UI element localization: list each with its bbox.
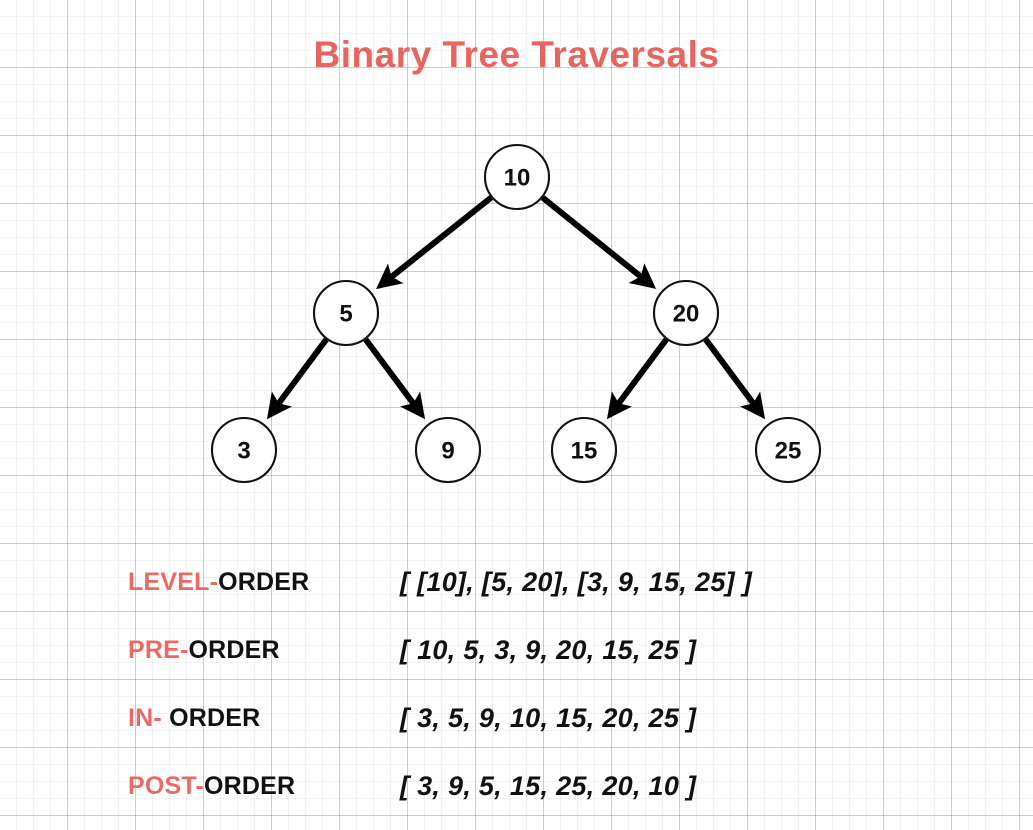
traversal-label-accent-level-order: LEVEL- [128,568,219,596]
node-circle-10[interactable] [483,143,551,211]
node-label-15: 15 [571,438,598,465]
traversal-label-accent-in-order: IN- [128,704,162,732]
node-circle-3[interactable] [210,416,278,484]
traversal-value-post-order: [ 3, 9, 5, 15, 25, 20, 10 ] [400,771,697,801]
node-label-3: 3 [237,438,250,465]
traversal-label-rest-in-order: ORDER [161,704,261,732]
traversal-label-rest-post-order: ORDER [204,772,296,800]
node-label-25: 25 [775,438,802,465]
node-circle-20[interactable] [652,279,720,347]
tree-nodes: 10 5 20 3 9 15 25 [210,143,822,484]
tree-node-9[interactable]: 9 [414,416,482,484]
tree-edges [266,195,766,420]
tree-node-3[interactable]: 3 [210,416,278,484]
binary-tree-diagram: 10 5 20 3 9 15 25 [210,143,822,484]
tree-edge-n10-to-n20 [540,195,657,289]
tree-node-25[interactable]: 25 [754,416,822,484]
tree-node-15[interactable]: 15 [550,416,618,484]
traversal-results-table: LEVEL-ORDER[ [10], [5, 20], [3, 9, 15, 2… [128,548,928,820]
node-circle-5[interactable] [312,279,380,347]
node-label-9: 9 [441,438,454,465]
traversal-label-in-order: IN- ORDER [128,684,400,752]
node-circle-25[interactable] [754,416,822,484]
traversal-value-pre-order: [ 10, 5, 3, 9, 20, 15, 25 ] [400,635,697,665]
traversal-row-in-order: IN- ORDER[ 3, 5, 9, 10, 15, 20, 25 ] [128,684,928,752]
tree-node-5[interactable]: 5 [312,279,380,347]
tree-edge-n10-to-n5 [376,195,494,290]
traversal-value-in-order: [ 3, 5, 9, 10, 15, 20, 25 ] [400,703,697,733]
node-circle-15[interactable] [550,416,618,484]
node-circle-9[interactable] [414,416,482,484]
traversal-row-level-order: LEVEL-ORDER[ [10], [5, 20], [3, 9, 15, 2… [128,548,928,616]
traversal-label-accent-pre-order: PRE- [128,636,189,664]
traversal-label-level-order: LEVEL-ORDER [128,548,400,616]
tree-node-10[interactable]: 10 [483,143,551,211]
traversal-label-post-order: POST-ORDER [128,752,400,820]
traversal-row-pre-order: PRE-ORDER[ 10, 5, 3, 9, 20, 15, 25 ] [128,616,928,684]
traversal-label-rest-level-order: ORDER [218,568,310,596]
page-title: Binary Tree Traversals [313,34,720,75]
traversal-label-rest-pre-order: ORDER [188,636,280,664]
node-label-5: 5 [339,301,352,328]
tree-edge-n5-to-n3 [266,337,329,420]
traversal-row-post-order: POST-ORDER[ 3, 9, 5, 15, 25, 20, 10 ] [128,752,928,820]
node-label-20: 20 [673,301,700,328]
tree-node-20[interactable]: 20 [652,279,720,347]
tree-edge-n20-to-n15 [606,337,669,420]
traversal-value-level-order: [ [10], [5, 20], [3, 9, 15, 25] ] [400,567,753,597]
node-label-10: 10 [504,165,531,192]
tree-edge-n20-to-n25 [703,337,766,420]
traversal-label-accent-post-order: POST- [128,772,205,800]
tree-edge-n5-to-n9 [363,337,426,420]
traversal-label-pre-order: PRE-ORDER [128,616,400,684]
